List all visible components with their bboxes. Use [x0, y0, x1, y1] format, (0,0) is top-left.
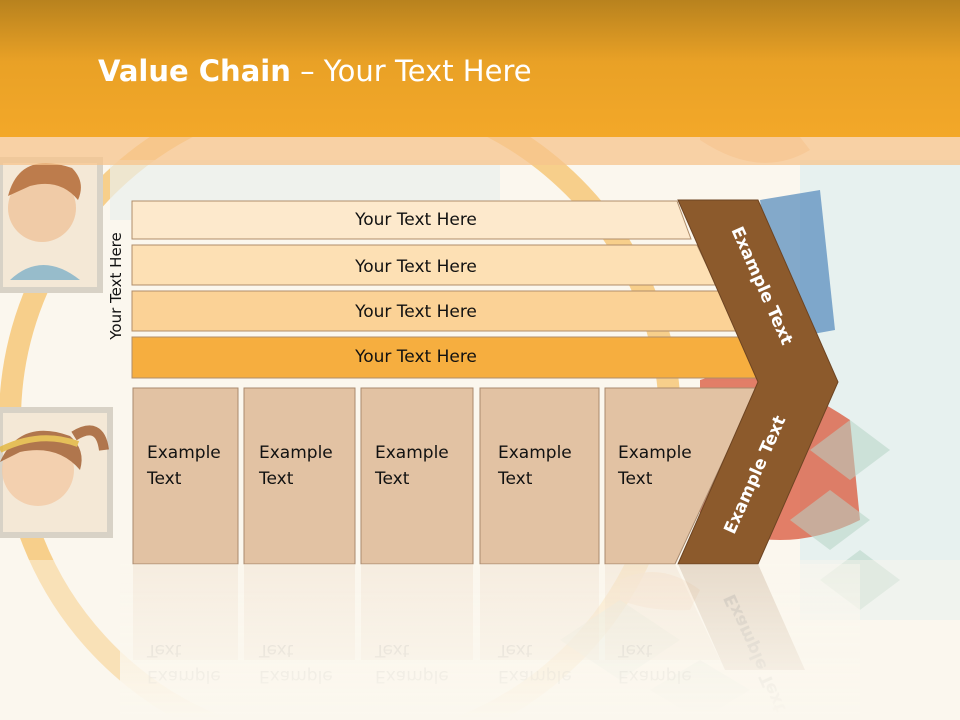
box-5-line2: Text [617, 469, 653, 489]
bar-1-label: Your Text Here [354, 210, 477, 230]
title-bar [0, 0, 960, 137]
box-4-line2: Text [497, 469, 533, 489]
box-5-line1: Example [618, 443, 692, 463]
box-4 [479, 387, 600, 565]
header-band [0, 137, 960, 165]
box-3-line2: Text [374, 469, 410, 489]
box-3 [360, 387, 474, 565]
box-2-line2: Text [258, 469, 294, 489]
box-1 [132, 387, 239, 565]
boy-illustration [8, 162, 81, 280]
box-2 [243, 387, 356, 565]
title-bold: Value Chain [98, 54, 291, 88]
box-1-line1: Example [147, 443, 221, 463]
bar-2-label: Your Text Here [354, 257, 477, 277]
slide-title: Value Chain – Your Text Here [98, 54, 532, 88]
box-2-line1: Example [259, 443, 333, 463]
bar-3-label: Your Text Here [354, 302, 477, 322]
box-1-line2: Text [146, 469, 182, 489]
box-3-line1: Example [375, 443, 449, 463]
bar-4-label: Your Text Here [354, 347, 477, 367]
box-4-line1: Example [498, 443, 572, 463]
reflection-fade [120, 564, 860, 720]
bar-1-shape [131, 200, 692, 240]
girl-illustration [0, 425, 109, 506]
title-rest: – Your Text Here [290, 54, 532, 88]
